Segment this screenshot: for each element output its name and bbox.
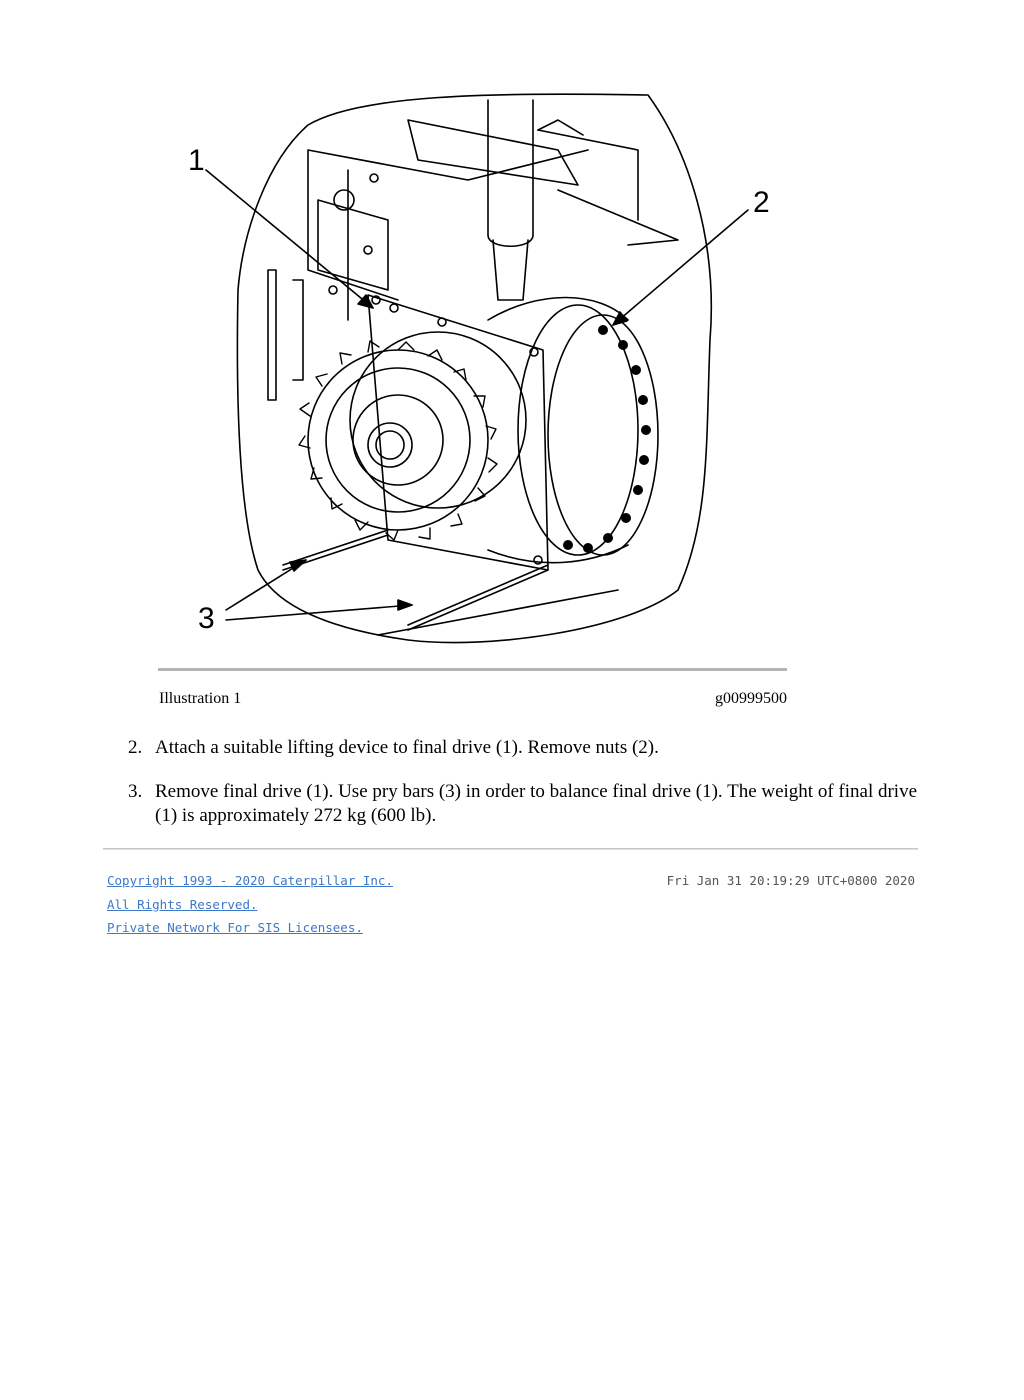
footer-divider [103,848,918,850]
step-text: Remove final drive (1). Use pry bars (3)… [155,781,918,826]
footer-timestamp: Fri Jan 31 20:19:29 UTC+0800 2020 [666,873,915,888]
figure-caption-label: Illustration 1 [159,690,242,707]
leader-1 [205,169,374,309]
footer-rights: All Rights Reserved. [107,897,258,912]
leader-3b [225,604,413,621]
step-number: 2. [128,737,143,758]
footer-copyright: Copyright 1993 - 2020 Caterpillar Inc. [107,873,393,888]
step-3: 3. Remove final drive (1). Use pry bars … [128,780,918,828]
step-number: 3. [128,781,143,802]
copyright-link[interactable]: Copyright 1993 - 2020 Caterpillar Inc. [107,873,393,888]
figure-caption-id: g00999500 [715,690,787,707]
network-link[interactable]: Private Network For SIS Licensees. [107,920,363,935]
final-drive-illustration: 1 2 3 [158,90,788,655]
callout-3: 3 [198,602,215,635]
step-text: Attach a suitable lifting device to fina… [155,737,659,758]
callout-1: 1 [188,144,205,177]
leader-2 [612,209,749,326]
sprocket [307,349,489,531]
step-2: 2. Attach a suitable lifting device to f… [128,736,918,760]
procedure-steps: 2. Attach a suitable lifting device to f… [128,736,918,848]
callout-2: 2 [753,186,770,219]
rights-link[interactable]: All Rights Reserved. [107,897,258,912]
figure-divider [158,668,787,671]
footer-network: Private Network For SIS Licensees. [107,920,363,935]
cutaway-outline [236,93,713,644]
